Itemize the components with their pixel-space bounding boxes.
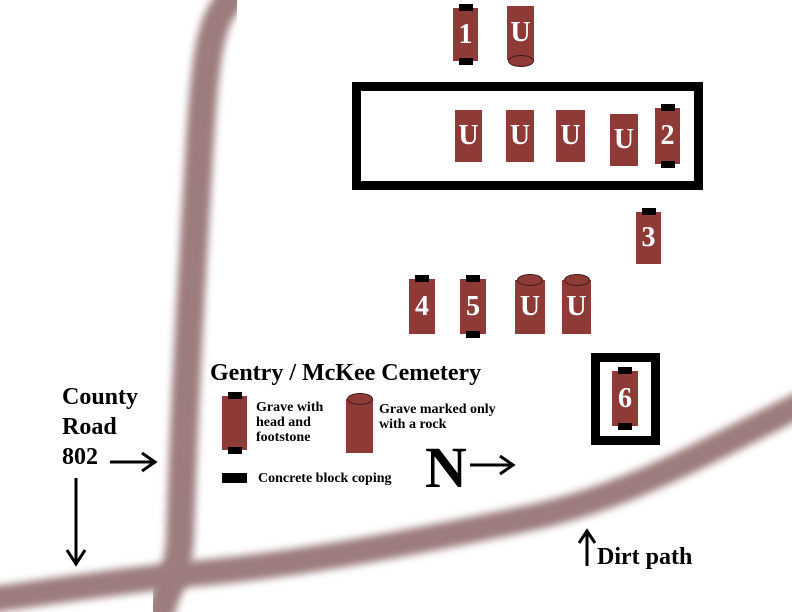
grave-unknown-row1-1[interactable]: U	[455, 110, 482, 162]
dirt-path-label: Dirt path	[597, 544, 693, 570]
grave-label: 6	[618, 382, 632, 414]
north-arrow	[470, 454, 516, 476]
road-arrow-down	[65, 478, 87, 567]
concrete-coping-enclosure-main	[352, 82, 703, 190]
rock-marker	[563, 274, 590, 286]
grave-unknown-top[interactable]: U	[507, 6, 534, 67]
legend-headfoot-swatch	[222, 392, 247, 454]
county-road	[146, 0, 244, 612]
rock-marker	[507, 55, 534, 67]
grave-5[interactable]: 5	[460, 275, 486, 338]
path-arrow-up	[577, 528, 597, 566]
grave-label: 5	[466, 290, 480, 322]
road-arrow-right	[110, 451, 158, 473]
grave-label: 1	[458, 18, 473, 50]
county-road-label-line2: Road	[62, 414, 117, 440]
grave-unknown-row1-4[interactable]: U	[610, 114, 638, 166]
footstone-marker	[227, 447, 242, 454]
grave-6[interactable]: 6	[612, 367, 638, 430]
headstone-marker	[458, 4, 473, 11]
headstone-marker	[660, 104, 675, 111]
headstone-marker	[618, 367, 632, 374]
grave-2[interactable]: 2	[655, 104, 680, 168]
grave-1[interactable]: 1	[453, 4, 478, 65]
grave-label: 2	[660, 120, 675, 151]
footstone-marker	[466, 331, 480, 338]
rock-marker	[346, 393, 373, 405]
grave-unknown-row3-1[interactable]: U	[515, 274, 545, 334]
grave-unknown-row1-3[interactable]: U	[556, 110, 585, 162]
grave-label: U	[613, 124, 635, 155]
footstone-marker	[618, 423, 632, 430]
grave-3[interactable]: 3	[636, 208, 661, 264]
footstone-marker	[458, 58, 473, 65]
legend-rock-text: Grave marked only with a rock	[379, 402, 496, 432]
legend-headfoot-text: Grave with head and footstone	[256, 400, 324, 445]
dirt-path	[0, 394, 792, 612]
legend-coping-text: Concrete block coping	[258, 471, 392, 486]
north-indicator: N	[425, 435, 467, 500]
grave-label: U	[560, 120, 581, 151]
grave-label: U	[566, 291, 587, 322]
grave-label: U	[510, 17, 531, 48]
rock-marker	[517, 274, 543, 286]
county-road-label-line1: County	[62, 384, 139, 410]
headstone-marker	[227, 392, 242, 399]
grave-label: 3	[641, 222, 656, 253]
headstone-marker	[641, 208, 656, 215]
legend-coping-swatch	[222, 473, 247, 483]
legend-rock-swatch	[346, 393, 373, 453]
grave-label: 4	[415, 290, 429, 322]
grave-unknown-row1-2[interactable]: U	[506, 110, 534, 162]
grave-4[interactable]: 4	[409, 275, 435, 334]
map-title: Gentry / McKee Cemetery	[210, 360, 482, 386]
grave-label: U	[458, 120, 479, 151]
grave-label: U	[509, 120, 531, 151]
grave-unknown-row3-2[interactable]: U	[562, 274, 591, 334]
concrete-coping-enclosure-6	[591, 353, 660, 445]
headstone-marker	[415, 275, 429, 282]
headstone-marker	[466, 275, 480, 282]
county-road-label-line3: 802	[62, 444, 98, 470]
grave-label: U	[519, 291, 541, 322]
footstone-marker	[660, 161, 675, 168]
